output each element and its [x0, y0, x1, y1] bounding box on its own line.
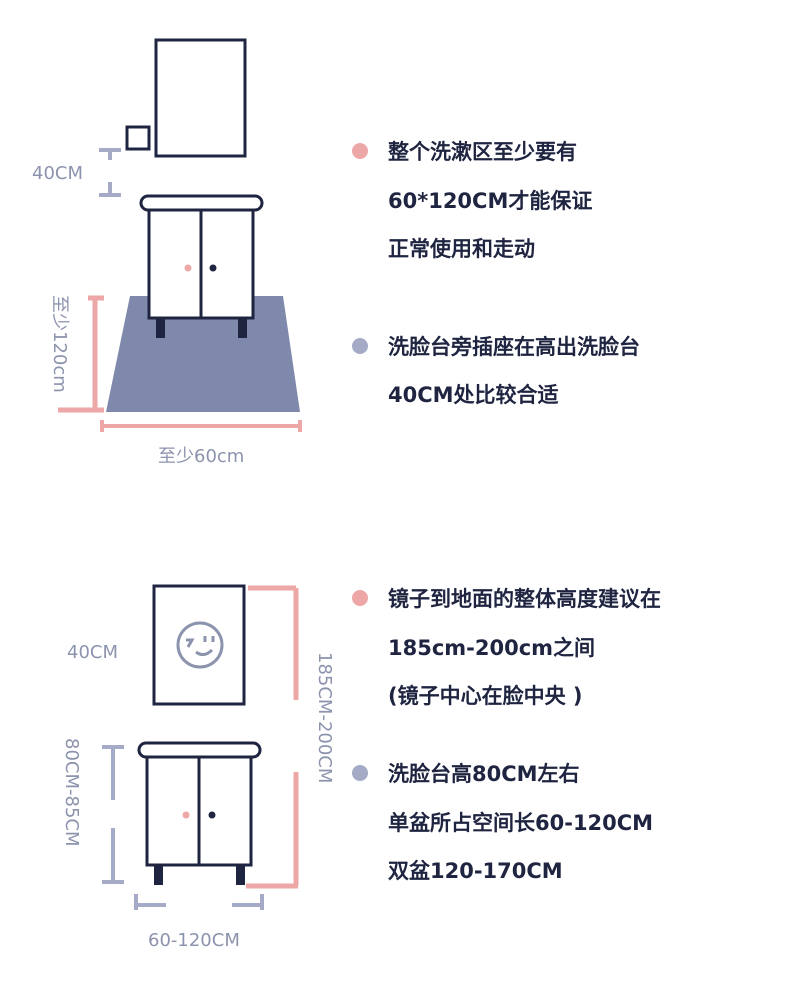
note-line: (镜子中心在脸中央 ) — [352, 684, 583, 708]
blue-bullet-dot — [352, 765, 368, 781]
floor-area — [106, 296, 300, 412]
note-text: 双盆120-170CM — [388, 859, 563, 883]
depth-bracket — [58, 295, 104, 413]
door-knob-right — [209, 264, 217, 272]
width-label: 60-120CM — [148, 930, 240, 951]
note-line: 60*120CM才能保证 — [352, 189, 592, 213]
depth-label: 至少120cm — [49, 295, 70, 393]
gap-bracket — [99, 148, 121, 197]
cabinet-leg-right — [236, 865, 245, 885]
note-line: 洗脸台旁插座在高出洗脸台 — [352, 335, 640, 359]
countertop — [139, 194, 264, 212]
pink-bullet-dot — [352, 590, 368, 606]
note-line: 双盆120-170CM — [352, 859, 563, 883]
note-line: 单盆所占空间长60-120CM — [352, 811, 653, 835]
mirror-height-label: 185CM-200CM — [314, 652, 335, 783]
note-text: 洗脸台高80CM左右 — [388, 762, 580, 786]
note-line: 整个洗漱区至少要有 — [352, 140, 577, 164]
note-text: 单盆所占空间长60-120CM — [388, 811, 654, 835]
vanity-cabinet — [137, 741, 262, 885]
note-text: 正常使用和走动 — [388, 237, 535, 261]
note-text: 镜子到地面的整体高度建议在 — [388, 587, 661, 611]
countertop — [137, 741, 262, 759]
note-text: 40CM处比较合适 — [388, 383, 559, 407]
pink-bullet-dot — [352, 143, 368, 159]
note-line: 185cm-200cm之间 — [352, 636, 595, 660]
note-line: 洗脸台高80CM左右 — [352, 762, 580, 786]
note-text: 洗脸台旁插座在高出洗脸台 — [388, 335, 640, 359]
note-line: 40CM处比较合适 — [352, 383, 559, 407]
note-line: 镜子到地面的整体高度建议在 — [352, 587, 661, 611]
note-text: 185cm-200cm之间 — [388, 636, 596, 660]
door-knob-right — [208, 811, 216, 819]
door-knob-left — [182, 811, 190, 819]
socket — [125, 125, 151, 151]
cabinet-leg-left — [156, 318, 165, 338]
note-text: 60*120CM才能保证 — [388, 189, 593, 213]
basin-height-label: 80CM-85CM — [61, 738, 82, 847]
top-illustration: 40CM 至少120cm 至少60cm — [32, 38, 302, 467]
mirror — [154, 38, 247, 158]
door-knob-left — [184, 264, 192, 272]
vanity-cabinet — [139, 194, 264, 338]
width-label: 至少60cm — [158, 446, 244, 467]
mirror-height-bracket — [246, 585, 299, 889]
gap-label: 40CM — [67, 642, 118, 663]
cabinet-leg-left — [154, 865, 163, 885]
width-bracket — [100, 420, 302, 432]
mirror — [152, 584, 246, 706]
note-text: (镜子中心在脸中央 ) — [388, 684, 583, 708]
bottom-illustration: 40CM 185CM-200CM 80CM-85CM — [61, 584, 335, 951]
gap-label: 40CM — [32, 163, 83, 184]
smiley-face-icon — [176, 621, 224, 669]
blue-bullet-dot — [352, 338, 368, 354]
basin-height-bracket — [102, 745, 124, 884]
width-bracket — [134, 894, 264, 910]
cabinet-leg-right — [238, 318, 247, 338]
note-text: 整个洗漱区至少要有 — [388, 140, 577, 164]
note-line: 正常使用和走动 — [352, 237, 535, 261]
